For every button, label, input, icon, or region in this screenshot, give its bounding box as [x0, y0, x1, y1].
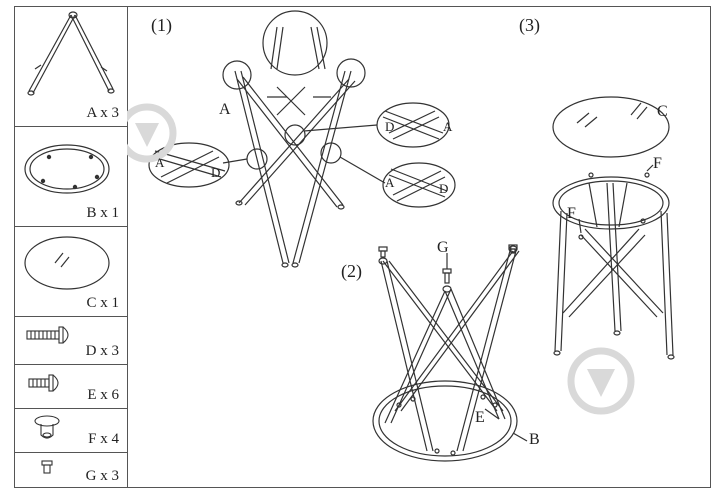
- callout-d-detail3: D: [211, 165, 221, 180]
- hairpin-leg-icon: [27, 11, 115, 96]
- step3-glass-top: [552, 96, 675, 360]
- glass-top-icon: [24, 236, 110, 290]
- part-row-e: E x 6: [15, 365, 127, 409]
- part-row-b: B x 1: [15, 127, 127, 227]
- callout-a-step1: A: [219, 101, 231, 118]
- ring-frame-icon: [24, 144, 110, 194]
- suction-pad-icon: [34, 415, 60, 439]
- part-row-d: D x 3: [15, 317, 127, 365]
- part-row-f: F x 4: [15, 409, 127, 453]
- part-e-quantity: E x 6: [87, 387, 119, 403]
- callout-b: B: [529, 431, 540, 448]
- part-row-a: A x 3: [15, 7, 127, 127]
- assembly-instructions-sheet: A x 3 B x 1: [14, 6, 711, 488]
- parts-list: A x 3 B x 1: [15, 7, 128, 487]
- part-g-quantity: G x 3: [85, 468, 119, 484]
- part-row-c: C x 1: [15, 227, 127, 317]
- callout-a-detail3: A: [155, 155, 165, 170]
- callout-d-detail1: D: [385, 119, 395, 134]
- part-f-quantity: F x 4: [88, 431, 119, 447]
- long-bolt-icon: [26, 326, 69, 344]
- step-1-label: (1): [151, 15, 172, 35]
- callout-g: G: [437, 239, 449, 256]
- assembly-illustration: [127, 10, 675, 462]
- callout-c: C: [657, 103, 668, 120]
- callout-a-detail2: A: [385, 175, 395, 190]
- step-3-label: (3): [519, 15, 540, 35]
- watermark-download-icon: [127, 103, 635, 415]
- callout-d-detail2: D: [439, 181, 449, 196]
- callout-f-left: F: [567, 205, 576, 222]
- callout-f-right: F: [653, 155, 662, 172]
- short-bolt-icon: [28, 374, 59, 392]
- callout-e: E: [475, 409, 485, 426]
- callout-a-detail1: A: [443, 119, 453, 134]
- part-d-quantity: D x 3: [85, 343, 119, 359]
- part-row-g: G x 3: [15, 453, 127, 489]
- step-2-label: (2): [341, 261, 362, 281]
- step2-ring-attachment: [372, 244, 528, 462]
- step1-leg-assembly: [148, 10, 456, 268]
- assembly-diagram-area: (1) (2) (3) A D A A D A D G E B C F F: [127, 7, 710, 487]
- part-c-quantity: C x 1: [86, 295, 119, 311]
- part-b-quantity: B x 1: [86, 205, 119, 221]
- foot-cap-icon: [41, 460, 53, 474]
- part-a-quantity: A x 3: [86, 105, 119, 121]
